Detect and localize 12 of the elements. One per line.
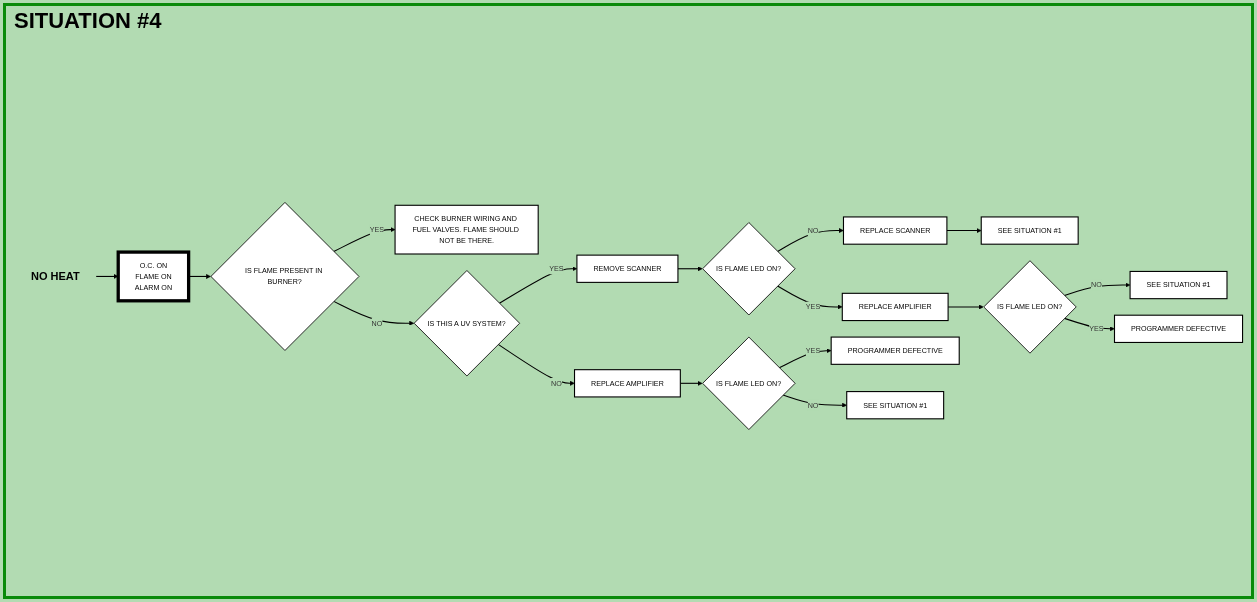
diagram-title: SITUATION #4 [14, 8, 162, 34]
arrow [778, 348, 832, 369]
arrow [333, 300, 415, 326]
node-text: NO HEAT [30, 270, 80, 283]
arrow [946, 228, 982, 233]
arrow [777, 285, 843, 310]
arrow [777, 228, 844, 253]
arrow [677, 266, 703, 272]
arrow [1063, 282, 1131, 297]
arrow [333, 227, 396, 253]
arrow [497, 343, 575, 386]
arrow [782, 394, 847, 408]
